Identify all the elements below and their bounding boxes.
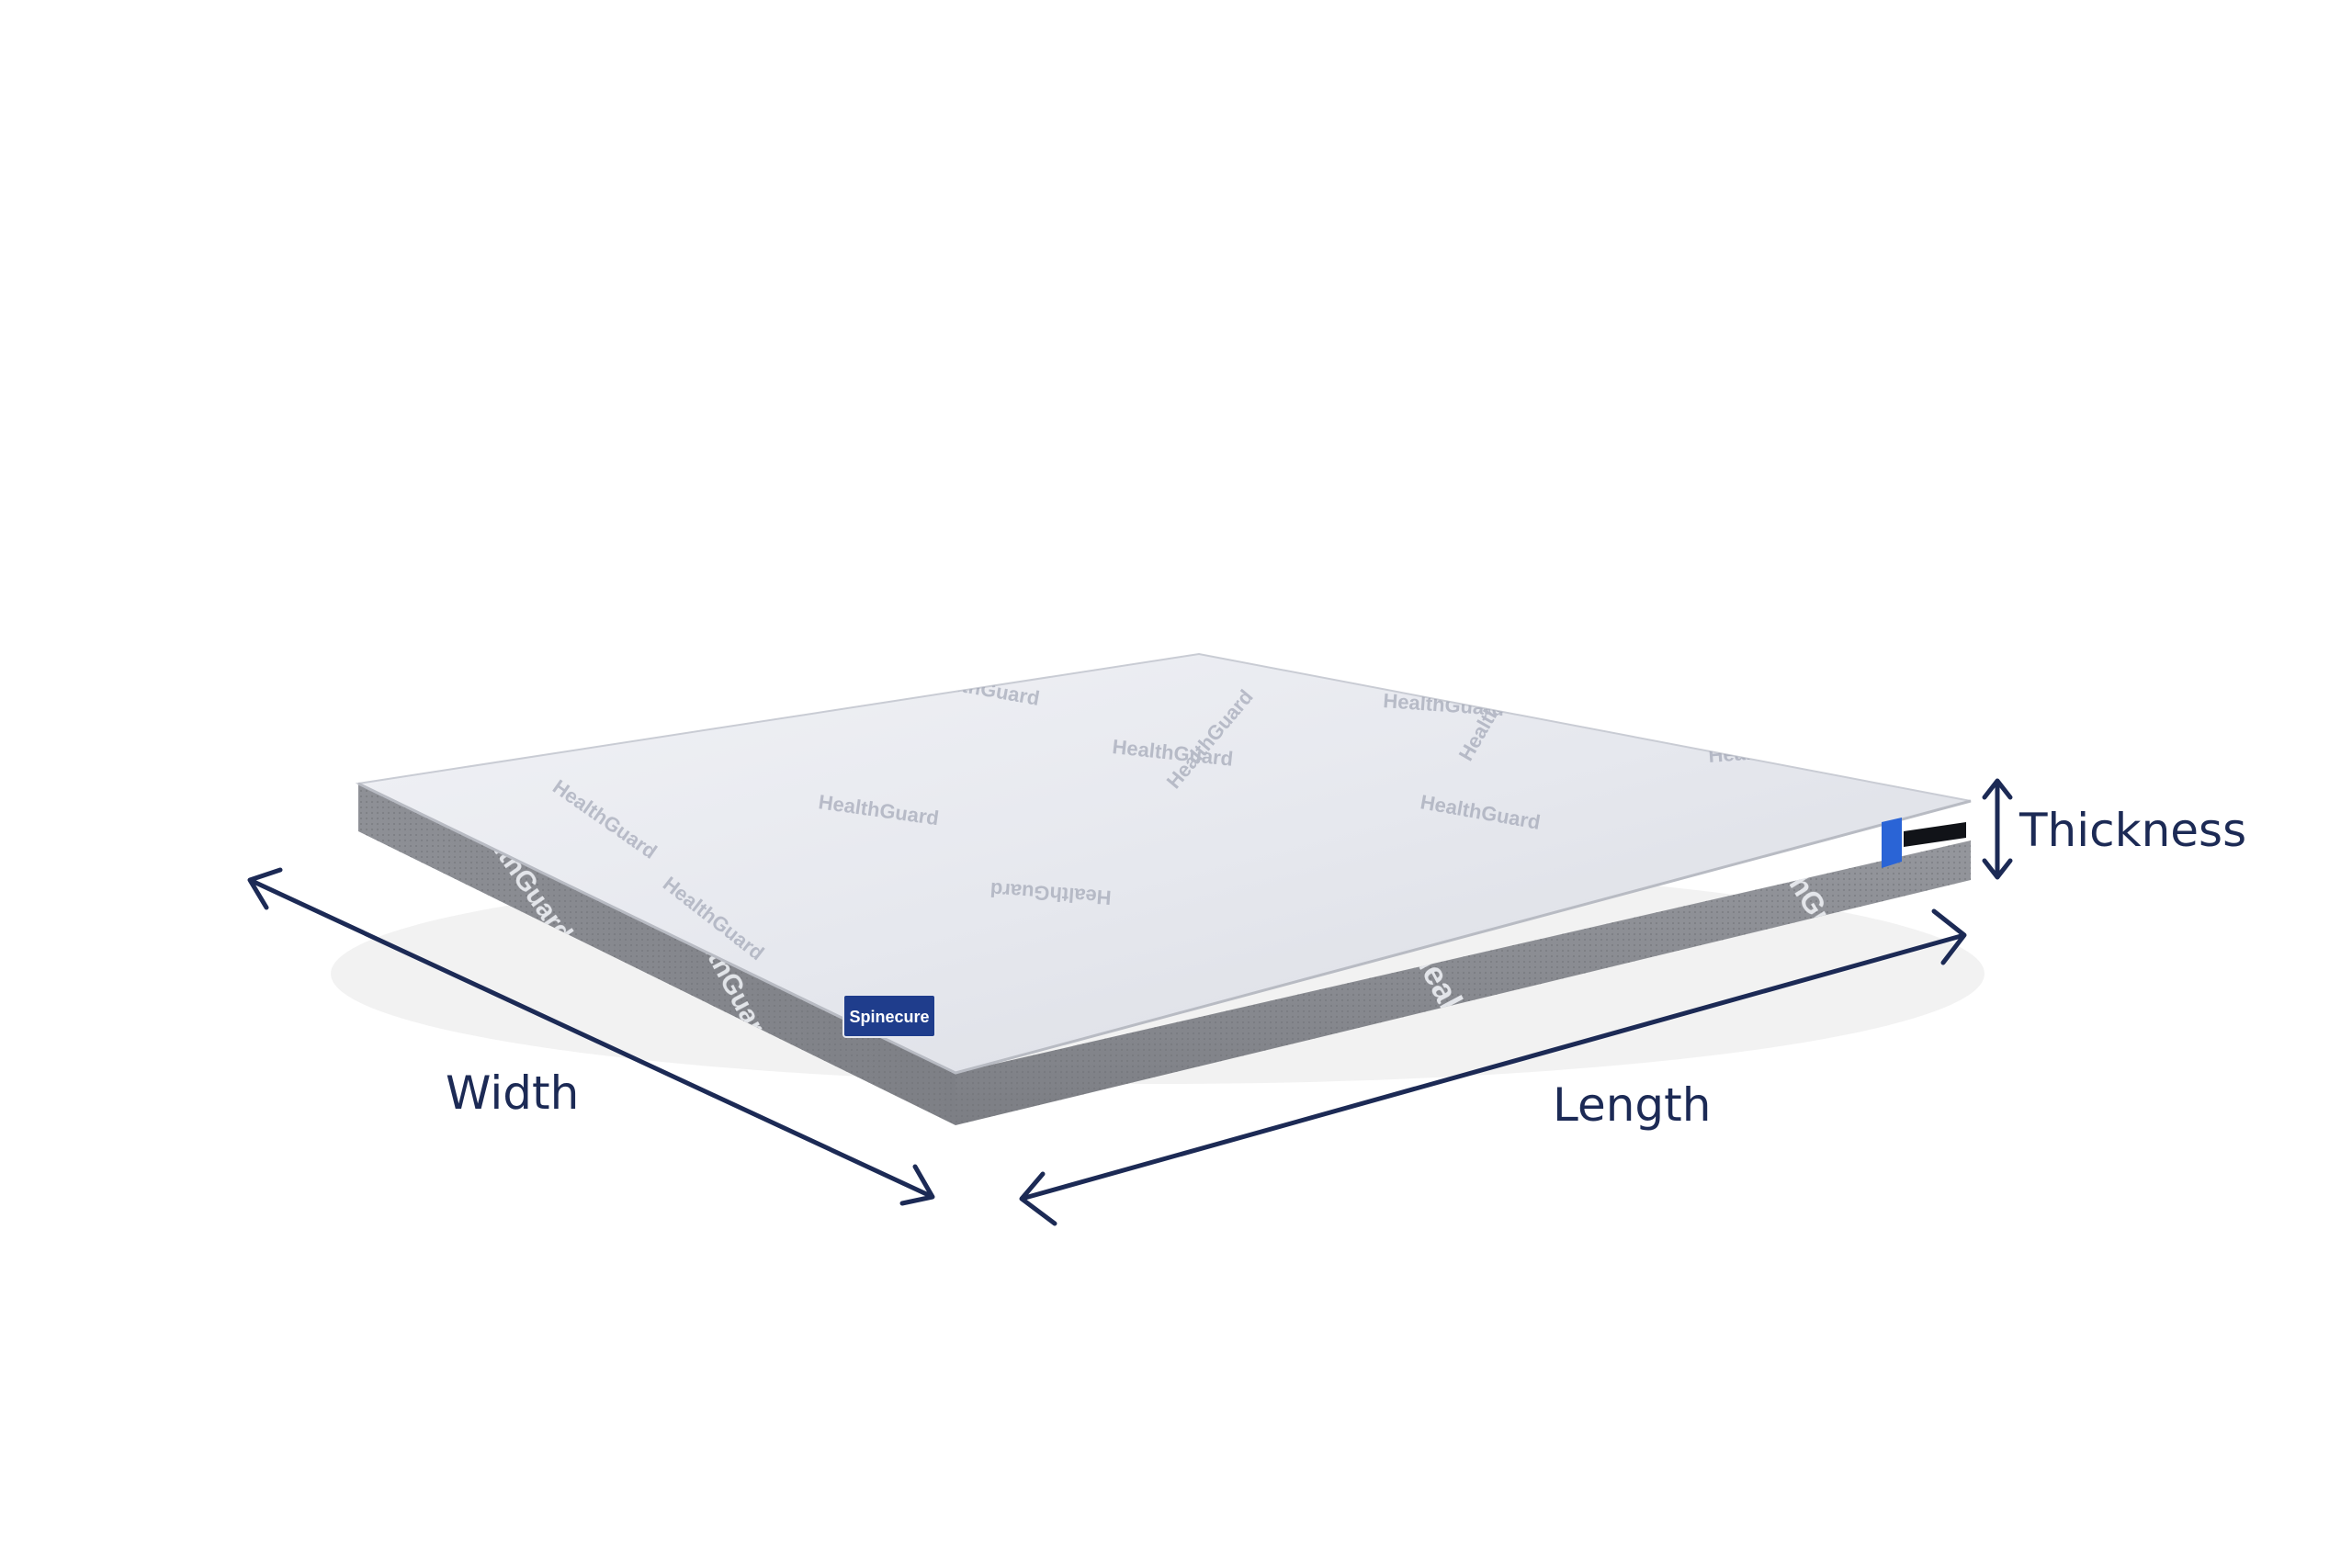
length-arrow-head-left xyxy=(1019,1171,1057,1226)
dimension-arrows xyxy=(247,778,2013,1226)
mattress: HealthGuard HealthGuard HealthGuard Heal… xyxy=(331,652,1984,1125)
width-arrow-head-left xyxy=(247,867,283,910)
brand-badge: Spinecure xyxy=(842,994,936,1038)
corner-tag xyxy=(1882,818,1966,868)
length-label: Length xyxy=(1553,1078,1711,1132)
thickness-label: Thickness xyxy=(2018,804,2246,857)
width-arrow-head-right xyxy=(899,1164,935,1206)
length-arrow xyxy=(1021,932,1965,1201)
thickness-arrow-head-bottom xyxy=(1982,858,2013,880)
mattress-piping xyxy=(357,782,1972,1075)
thickness-arrow-head-top xyxy=(1982,778,2013,800)
length-arrow-head-right xyxy=(1931,908,1967,965)
width-arrow xyxy=(248,877,934,1200)
width-label: Width xyxy=(446,1066,579,1120)
brand-badge-text: Spinecure xyxy=(849,1008,929,1026)
